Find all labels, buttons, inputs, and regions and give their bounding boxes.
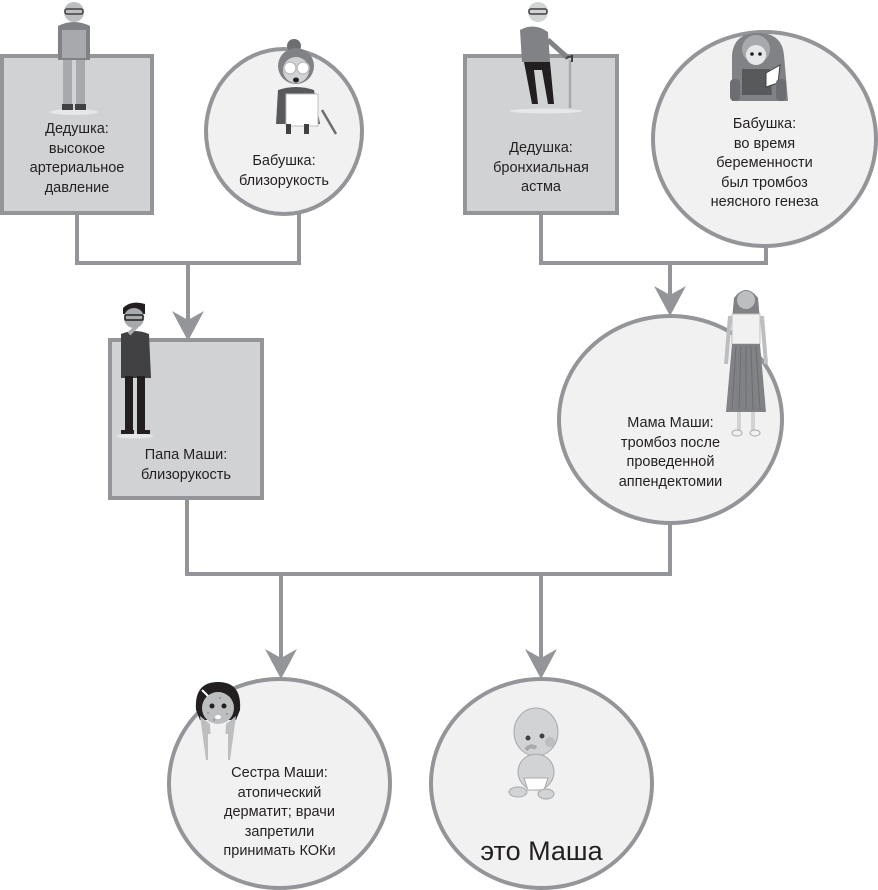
edge-maternal-join <box>539 213 768 265</box>
old-woman-reading-icon <box>730 33 788 101</box>
arrow-head-mother <box>654 286 686 316</box>
node-label: Сестра Маши: атопический дерматит; врачи… <box>223 765 336 859</box>
girl-rash-icon <box>195 682 241 762</box>
woman-skirt-icon <box>724 290 768 437</box>
node-grandfather-maternal: Дедушка: бронхиальная астма <box>463 54 619 215</box>
node-label: Дедушка: высокое артериальное давление <box>29 121 125 196</box>
arrow-head-father <box>172 311 204 341</box>
node-label: Дедушка: бронхиальная астма <box>493 140 589 195</box>
node-father: Папа Маши: близорукость <box>108 338 264 500</box>
node-label: Мама Маши: тромбоз после проведенной апп… <box>618 415 723 490</box>
node-label: Бабушка: близорукость <box>239 153 329 189</box>
edge-paternal-join <box>75 212 301 265</box>
arrow-head-sister <box>265 649 297 679</box>
old-man-icon <box>50 2 98 115</box>
node-label: Папа Маши: близорукость <box>141 447 231 483</box>
edge-parents-join <box>185 498 672 576</box>
old-man-cane-icon <box>510 2 582 114</box>
node-grandmother-maternal: Бабушка: во время беременности был тромб… <box>651 30 878 248</box>
node-label: это Маша <box>480 836 603 866</box>
man-glasses-icon <box>117 302 153 439</box>
baby-icon <box>508 707 559 800</box>
node-label: Бабушка: во время беременности был тромб… <box>710 116 819 210</box>
arrow-head-masha <box>525 649 557 679</box>
old-woman-glasses-icon <box>276 39 338 135</box>
